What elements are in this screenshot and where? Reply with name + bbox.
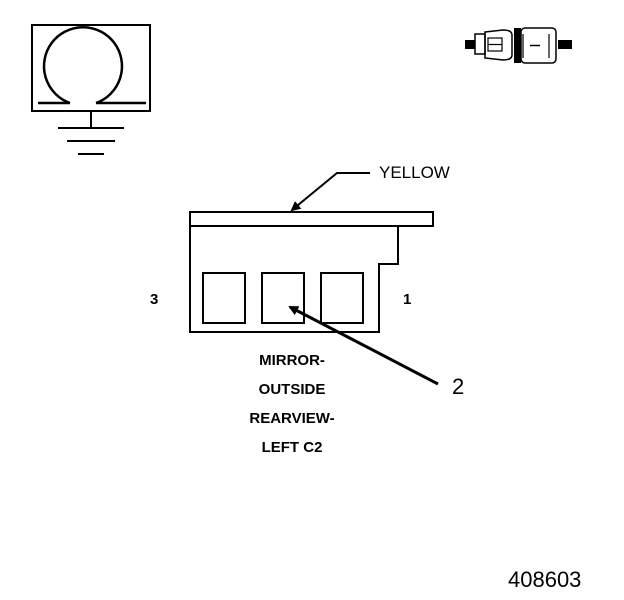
connector-name-line: OUTSIDE bbox=[258, 381, 326, 398]
figure-number: 408603 bbox=[508, 567, 582, 592]
cavity-1 bbox=[320, 272, 364, 324]
cavity-3 bbox=[202, 272, 246, 324]
connector-name-line: LEFT C2 bbox=[261, 439, 323, 456]
callout-number: 2 bbox=[452, 374, 465, 399]
wire-color-label: YELLOW bbox=[379, 163, 450, 182]
callout-leader-line bbox=[288, 305, 439, 386]
motor-symbol-icon bbox=[31, 24, 151, 112]
connector-name-line: MIRROR- bbox=[259, 352, 325, 369]
ground-symbol-icon bbox=[58, 111, 124, 155]
connector-name-line: REARVIEW- bbox=[249, 410, 335, 427]
connector-face bbox=[189, 211, 434, 333]
inline-connector-icon bbox=[465, 27, 572, 64]
pin-number-3: 3 bbox=[150, 291, 159, 308]
yellow-leader-line bbox=[290, 172, 370, 212]
cavity-2 bbox=[261, 272, 305, 324]
pin-number-1: 1 bbox=[403, 291, 412, 308]
connector-name: MIRROR- OUTSIDE REARVIEW- LEFT C2 bbox=[232, 346, 352, 462]
connector-cavities bbox=[202, 272, 364, 324]
